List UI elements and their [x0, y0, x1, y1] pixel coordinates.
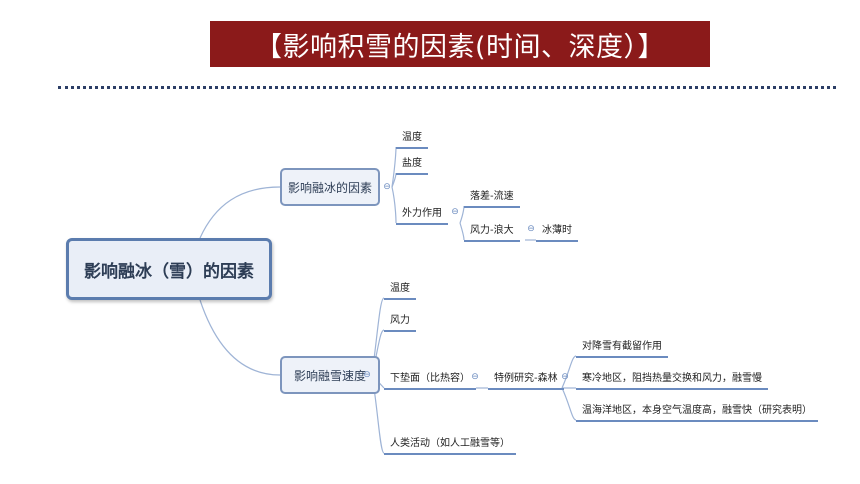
collapse-icon[interactable]: ⊖: [363, 370, 371, 380]
collapse-icon[interactable]: ⊖: [383, 182, 391, 192]
leaf-temperature[interactable]: 温度: [396, 131, 428, 149]
title-banner: 【影响积雪的因素(时间、深度）】: [210, 21, 710, 67]
leaf-oceanic-region[interactable]: 温海洋地区，本身空气温度高，融雪快（研究表明）: [576, 404, 818, 422]
leaf-snow-interception[interactable]: 对降雪有截留作用: [576, 340, 668, 358]
leaf-underlying-surface[interactable]: 下垫面（比热容）: [384, 372, 476, 390]
collapse-icon[interactable]: ⊖: [527, 224, 535, 234]
leaf-human-activity[interactable]: 人类活动（如人工融雪等）: [384, 437, 516, 455]
leaf-drop-flow[interactable]: 落差-流速: [464, 190, 520, 208]
leaf-thin-ice[interactable]: 冰薄时: [536, 224, 578, 242]
branch-ice-factors[interactable]: 影响融冰的因素: [280, 168, 380, 206]
branch-ice-label: 影响融冰的因素: [287, 180, 372, 195]
connector-b1-force: [391, 186, 397, 224]
collapse-icon[interactable]: ⊖: [451, 207, 459, 217]
connector-force-drop: [459, 205, 465, 224]
leaf-external-force[interactable]: 外力作用: [396, 207, 448, 225]
collapse-icon[interactable]: ⊖: [471, 372, 479, 382]
leaf-temperature-2[interactable]: 温度: [384, 282, 416, 300]
collapse-icon[interactable]: ⊖: [561, 372, 569, 382]
connector-special-fact3: [561, 387, 577, 421]
connector-force-wind: [459, 222, 465, 241]
leaf-wind-force[interactable]: 风力: [384, 314, 416, 332]
leaf-wind-waves[interactable]: 风力-浪大: [464, 224, 520, 242]
connector-root-branch1: [199, 186, 281, 239]
connector-b1-temp: [391, 146, 397, 188]
leaf-salinity[interactable]: 盐度: [396, 157, 428, 175]
connector-b1-salinity: [391, 172, 397, 188]
dotted-divider: [58, 86, 836, 89]
connector-root-branch2: [199, 299, 281, 376]
leaf-cold-region[interactable]: 寒冷地区，阻挡热量交换和风力，融雪慢: [576, 372, 768, 390]
branch-snowmelt-speed[interactable]: 影响融雪速度: [280, 356, 380, 394]
title-text: 【影响积雪的因素(时间、深度）】: [254, 31, 666, 63]
root-label: 影响融冰（雪）的因素: [84, 261, 254, 282]
leaf-forest-case[interactable]: 特例研究-森林: [488, 372, 564, 390]
connector-special-fact1: [561, 355, 577, 389]
branch-snowmelt-label: 影响融雪速度: [293, 368, 366, 383]
root-node[interactable]: 影响融冰（雪）的因素: [66, 238, 272, 300]
